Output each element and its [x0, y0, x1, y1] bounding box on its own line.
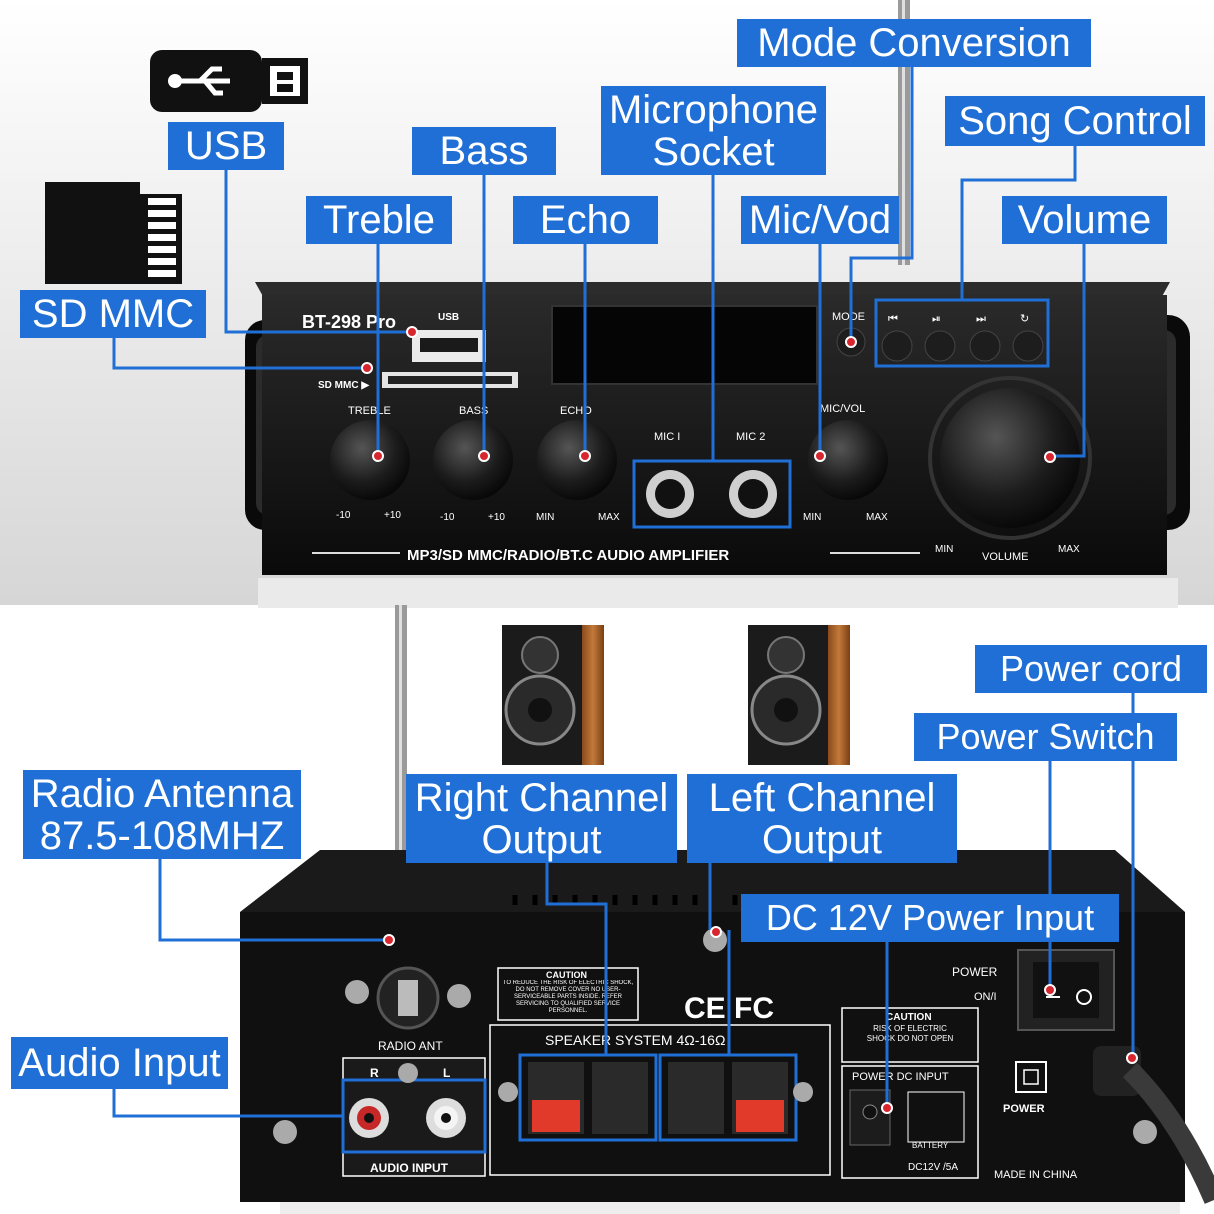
treble-min-label: -10	[336, 510, 351, 521]
callout-right-channel: Right Channel Output	[406, 774, 677, 863]
echo-knob	[537, 420, 617, 500]
song-next-icon: ⏭	[976, 313, 986, 325]
callout-volume: Volume	[1002, 196, 1167, 244]
callout-echo: Echo	[513, 196, 658, 244]
callout-microphone-socket: Microphone Socket	[601, 86, 826, 175]
made-in-label: MADE IN CHINA	[994, 1169, 1078, 1181]
caution2-title: CAUTION	[886, 1012, 932, 1023]
speaker-system-label: SPEAKER SYSTEM 4Ω-16Ω	[545, 1032, 725, 1048]
caution-title: CAUTION	[546, 970, 587, 980]
radio-ant-label: RADIO ANT	[378, 1039, 443, 1053]
usb-drive-icon	[150, 50, 308, 112]
bass-label: BASS	[459, 405, 488, 417]
volume-label: VOLUME	[982, 551, 1028, 563]
audio-input-label: AUDIO INPUT	[370, 1161, 449, 1175]
mic2-label: MIC 2	[736, 431, 765, 443]
song-play-icon: ⏯	[932, 313, 941, 325]
echo-min-label: MIN	[536, 512, 554, 523]
treble-label: TREBLE	[348, 405, 391, 417]
model-label: BT-298 Pro	[302, 312, 396, 332]
sd-slot-label: SD MMC ▶	[318, 380, 370, 391]
callout-sd-mmc: SD MMC	[20, 290, 206, 338]
callout-audio-input: Audio Input	[11, 1037, 228, 1089]
callout-mic-vod: Mic/Vod	[741, 196, 899, 244]
callout-song-control: Song Control	[945, 96, 1205, 146]
volume-min-label: MIN	[935, 544, 953, 555]
volume-max-label: MAX	[1058, 544, 1080, 555]
speaker-icon	[502, 625, 604, 765]
callout-left-channel: Left Channel Output	[687, 774, 957, 863]
song-prev-icon: ⏮	[888, 313, 898, 325]
mic-vol-min-label: MIN	[803, 512, 821, 523]
sd-card-icon	[45, 182, 182, 284]
battery-label: BATTERY	[912, 1141, 949, 1150]
caution2-text: RISK OF ELECTRIC SHOCK DO NOT OPEN	[866, 1024, 954, 1043]
on-off-label: ON/I	[974, 991, 997, 1003]
power-label: POWER	[952, 965, 998, 979]
callout-mode-conversion: Mode Conversion	[737, 19, 1091, 67]
callout-radio-antenna: Radio Antenna 87.5-108MHZ	[23, 770, 301, 859]
callout-dots	[361, 326, 1138, 1114]
rear-panel-labels: RADIO ANT AUDIO INPUT R L CAUTION TO RED…	[370, 965, 1078, 1181]
treble-knob	[330, 420, 410, 500]
callout-power-switch: Power Switch	[914, 713, 1177, 761]
mic-vol-max-label: MAX	[866, 512, 888, 523]
volume-knob	[928, 376, 1092, 540]
speaker-icon	[748, 625, 850, 765]
usb-port-label: USB	[438, 312, 459, 323]
callout-treble: Treble	[306, 196, 452, 244]
dc-spec-label: DC12V /5A	[908, 1162, 958, 1173]
callout-dc-power: DC 12V Power Input	[741, 894, 1119, 942]
audio-l-label: L	[443, 1066, 450, 1080]
audio-r-label: R	[370, 1066, 379, 1080]
echo-label: ECHO	[560, 405, 592, 417]
power-dc-input-label: POWER DC INPUT	[852, 1071, 949, 1083]
song-repeat-icon: ↻	[1020, 313, 1029, 325]
caution-text: TO REDUCE THE RISK OF ELECTRIC SHOCK, DO…	[502, 980, 634, 1014]
rear-amplifier	[240, 605, 1214, 1214]
callout-leaders	[112, 66, 1135, 1118]
mic-vol-label: MIC/VOL	[820, 403, 865, 415]
treble-max-label: +10	[384, 510, 401, 521]
callout-usb: USB	[168, 122, 284, 170]
mode-label: MODE	[832, 311, 865, 323]
power-button-label: POWER	[1003, 1103, 1045, 1115]
mic-vol-knob	[808, 420, 888, 500]
bass-max-label: +10	[488, 512, 505, 523]
bass-knob	[433, 420, 513, 500]
mic1-label: MIC I	[654, 431, 680, 443]
callout-power-cord: Power cord	[975, 645, 1207, 693]
front-footer: MP3/SD MMC/RADIO/BT.C AUDIO AMPLIFIER	[407, 547, 729, 564]
echo-max-label: MAX	[598, 512, 620, 523]
bass-min-label: -10	[440, 512, 455, 523]
callout-bass: Bass	[412, 127, 556, 175]
